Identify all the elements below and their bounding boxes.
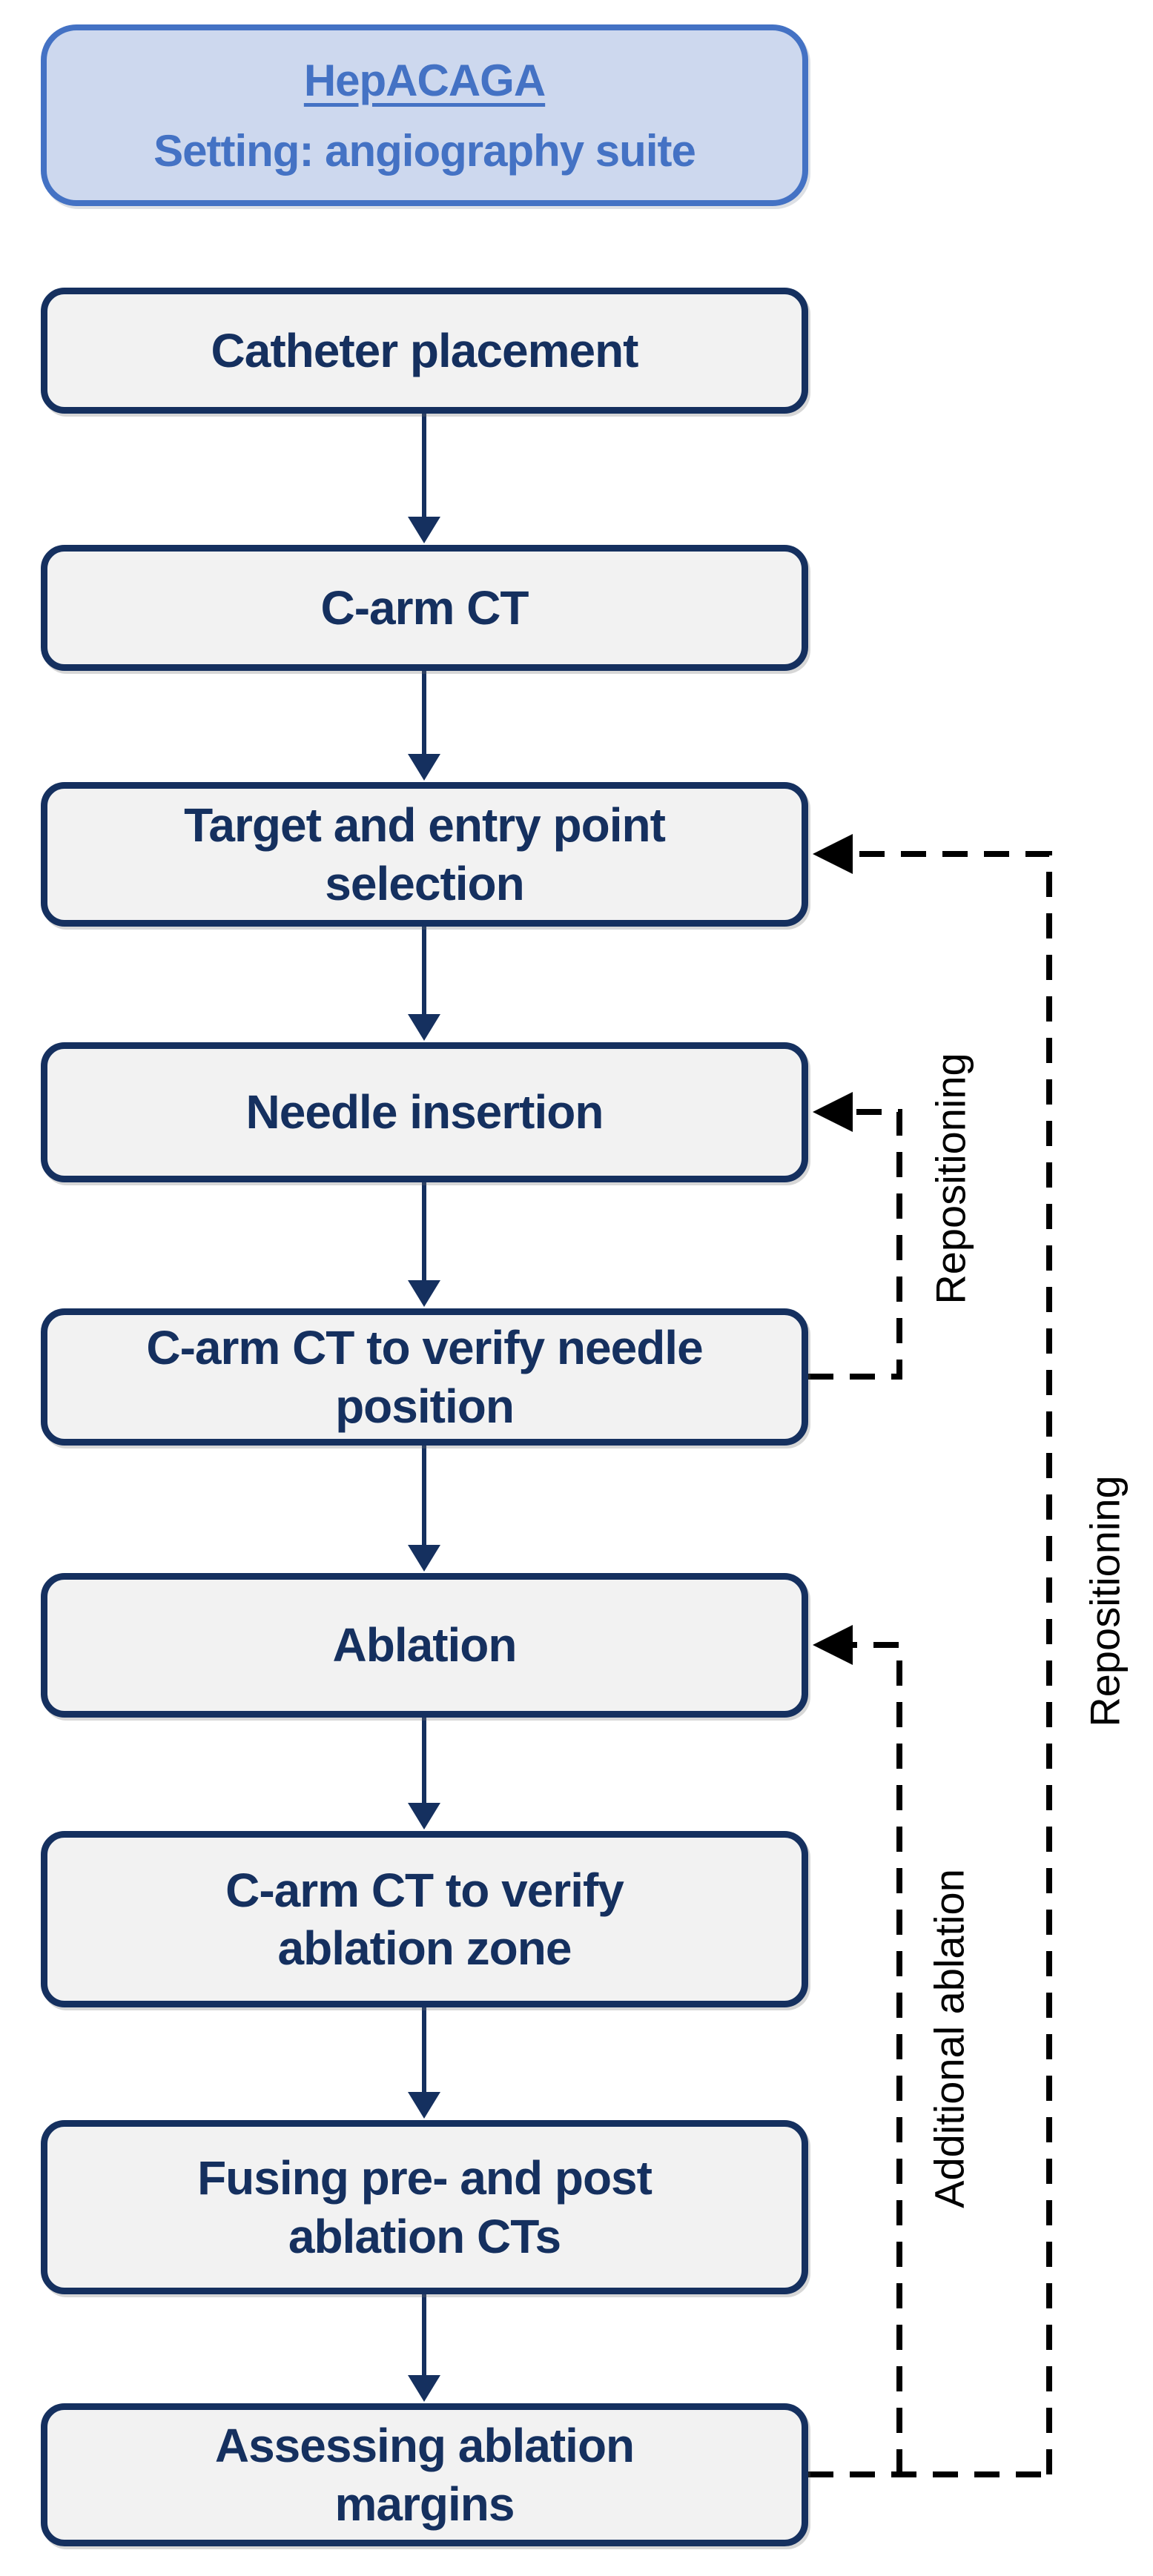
flow-node-carm-ct-verify-zone: C-arm CT to verify ablation zone: [41, 1831, 808, 2007]
flow-arrow-carmct-to-target: [408, 671, 440, 781]
flow-arrow-catheter-to-carmct: [408, 414, 440, 543]
feedback-label-repositioning-needle: Repositioning: [927, 1053, 974, 1305]
feedback-arrowhead-ablation: [813, 1625, 853, 1665]
flow-node-label: C-arm CT: [320, 580, 529, 635]
flow-node-catheter-placement: Catheter placement: [41, 288, 808, 414]
flow-node-carm-ct-verify-needle: C-arm CT to verify needle position: [41, 1308, 808, 1446]
flow-arrow-needle-to-verifyneedle: [408, 1182, 440, 1307]
flow-arrow-target-to-needle: [408, 927, 440, 1041]
feedback-arrowhead-target: [813, 834, 853, 874]
flow-arrows: [408, 414, 440, 2402]
flow-arrow-verifyneedle-to-ablation: [408, 1446, 440, 1572]
flow-node-label: Needle insertion: [245, 1085, 604, 1139]
feedback-label-repositioning-target: Repositioning: [1081, 1475, 1129, 1727]
flow-arrow-ablation-to-verifyzone: [408, 1718, 440, 1830]
feedback-loops: [808, 851, 1052, 2477]
feedback-arrowheads: [813, 834, 853, 1665]
flow-node-label: Target and entry point selection: [184, 798, 666, 910]
flow-node-label: C-arm CT to verify needle position: [146, 1321, 703, 1433]
flow-arrow-fusing-to-assessing: [408, 2294, 440, 2402]
flow-arrow-verifyzone-to-fusing: [408, 2007, 440, 2119]
flow-node-ablation: Ablation: [41, 1573, 808, 1718]
header-title: HepACAGA: [303, 55, 546, 105]
feedback-line-repositioning-needle: [808, 1109, 902, 1380]
feedback-line-additional-ablation: [853, 1642, 902, 2474]
flow-node-label: Fusing pre- and post ablation CTs: [197, 2151, 653, 2263]
flow-node-assessing-margins: Assessing ablation margins: [41, 2403, 808, 2546]
flow-node-target-entry-selection: Target and entry point selection: [41, 782, 808, 927]
flow-node-label: Catheter placement: [211, 323, 639, 377]
flow-node-label: Assessing ablation margins: [214, 2419, 635, 2531]
feedback-line-repositioning-target: [853, 851, 1052, 2474]
flow-node-label: C-arm CT to verify ablation zone: [225, 1863, 624, 1975]
feedback-arrowhead-needle: [813, 1092, 853, 1132]
flow-node-needle-insertion: Needle insertion: [41, 1042, 808, 1182]
feedback-label-additional-ablation: Additional ablation: [925, 1869, 973, 2208]
flow-node-carm-ct: C-arm CT: [41, 545, 808, 671]
header-box: HepACAGA Setting: angiography suite: [41, 24, 808, 206]
flow-node-fusing-cts: Fusing pre- and post ablation CTs: [41, 2120, 808, 2294]
header-subtitle: Setting: angiography suite: [153, 125, 696, 176]
flow-node-label: Ablation: [332, 1618, 518, 1672]
